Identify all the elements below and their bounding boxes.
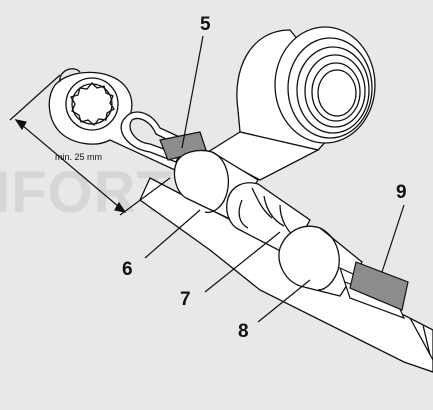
dimension-indicator — [9, 74, 171, 216]
callout-8: 8 — [238, 321, 249, 342]
callout-9: 9 — [396, 182, 407, 203]
gray-tab-9 — [349, 261, 409, 311]
dimension-label: min. 25 mm — [55, 152, 102, 162]
callout-7: 7 — [180, 289, 191, 310]
tape-roll — [206, 26, 376, 181]
callout-5: 5 — [200, 14, 211, 35]
callout-leaders — [144, 35, 405, 323]
callout-6: 6 — [122, 259, 133, 280]
